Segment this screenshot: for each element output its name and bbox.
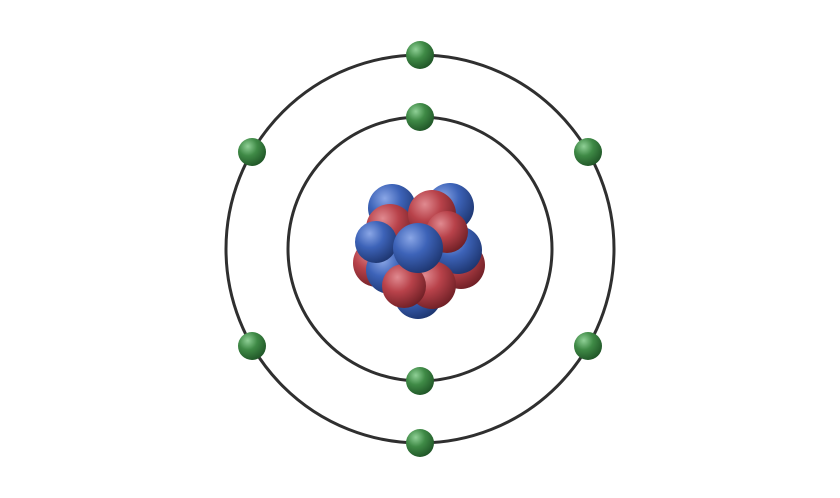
outer-electron bbox=[574, 138, 602, 166]
proton bbox=[382, 264, 426, 308]
neutron bbox=[355, 221, 397, 263]
outer-electron bbox=[574, 332, 602, 360]
inner-electron bbox=[406, 103, 434, 131]
outer-electron bbox=[238, 138, 266, 166]
nucleus bbox=[353, 183, 485, 319]
outer-electron bbox=[406, 41, 434, 69]
inner-electron bbox=[406, 367, 434, 395]
neutron bbox=[393, 223, 443, 273]
outer-electron bbox=[406, 429, 434, 457]
outer-electron bbox=[238, 332, 266, 360]
